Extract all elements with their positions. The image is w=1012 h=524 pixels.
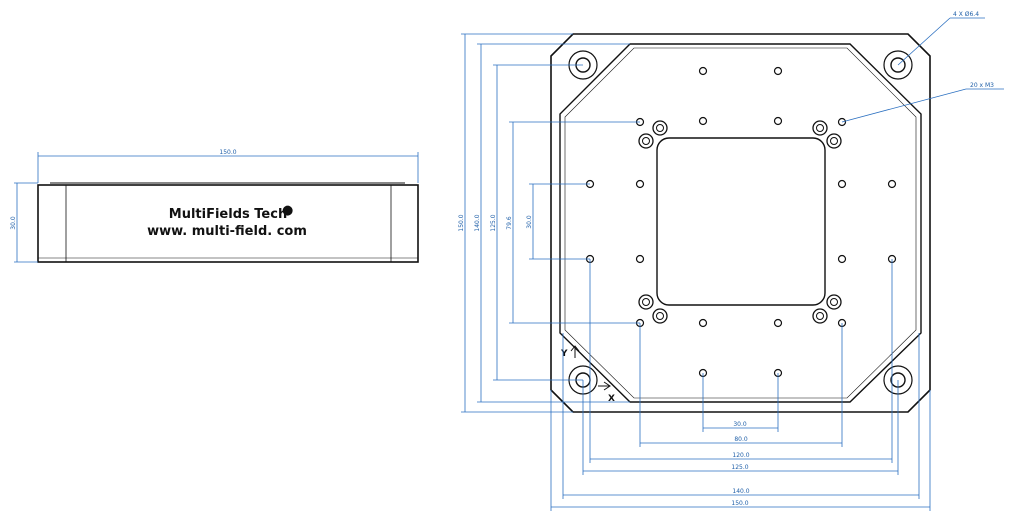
callout-leader-holes	[897, 17, 951, 66]
side-view: MultiFields Tech ● www. multi-field. com…	[10, 149, 419, 263]
dim-left-140: 140.0	[474, 214, 481, 231]
m3-hole	[698, 116, 708, 126]
dim-bottom-140: 140.0	[732, 488, 749, 495]
arrow-right-icon	[598, 381, 611, 391]
dim-bottom-80: 80.0	[734, 436, 748, 443]
counterbore-core	[642, 298, 650, 306]
corner-hole-outer	[883, 50, 913, 80]
counterbore-core	[656, 124, 664, 132]
m3-hole	[773, 116, 783, 126]
m3-hole	[635, 179, 645, 189]
brand-name: MultiFields Tech	[169, 207, 287, 222]
counterbore	[826, 133, 842, 149]
counterbore-core	[830, 298, 838, 306]
dim-bottom-125: 125.0	[731, 464, 748, 471]
bottom-dimensions: 30.0 80.0 120.0 125.0 140.0 15	[550, 259, 931, 511]
side-height-dim: 30.0	[10, 216, 17, 230]
inner-plate-edge	[564, 47, 917, 399]
callout-holes-text: 4 X Ø6.4	[953, 11, 979, 18]
counterbore	[812, 120, 828, 136]
counterbore	[812, 308, 828, 324]
counterbore	[638, 133, 654, 149]
m3-hole	[887, 179, 897, 189]
m3-hole	[773, 66, 783, 76]
counterbore	[826, 294, 842, 310]
counterbore	[652, 308, 668, 324]
arrow-up-icon	[570, 345, 580, 358]
dim-bottom-150: 150.0	[731, 500, 748, 507]
counterbore-core	[830, 137, 838, 145]
counterbore-core	[642, 137, 650, 145]
side-body-outline	[37, 184, 419, 263]
callout-threads-text: 20 x M3	[970, 82, 994, 89]
dim-bottom-120: 120.0	[732, 452, 749, 459]
left-dimensions: 150.0 140.0 125.0 79.6 30.0	[458, 33, 640, 413]
brand-mark: ●	[282, 203, 293, 218]
corner-hole-inner	[890, 57, 906, 73]
axis-x-label: X	[608, 394, 615, 404]
axis-y-label: Y	[560, 349, 568, 359]
brand-url: www. multi-field. com	[147, 224, 307, 239]
dim-left-150: 150.0	[458, 214, 465, 231]
center-aperture	[656, 137, 826, 306]
corner-mount-holes	[568, 50, 913, 395]
counterbore-core	[656, 312, 664, 320]
counterbore	[638, 294, 654, 310]
inner-plate-outline	[559, 43, 922, 403]
top-view: 4 X Ø6.4 20 x M3 Y X 150.0 140.0 125.0	[458, 11, 1004, 511]
dim-left-30: 30.0	[526, 215, 533, 229]
callout-leader-threads	[841, 88, 967, 123]
m3-hole	[698, 318, 708, 328]
m3-thread-holes	[585, 66, 897, 378]
counterbore-core	[816, 124, 824, 132]
m3-hole	[635, 254, 645, 264]
dim-bottom-30: 30.0	[733, 421, 747, 428]
m3-hole	[837, 179, 847, 189]
counterbore-pairs	[638, 120, 842, 324]
m3-hole	[698, 66, 708, 76]
m3-hole	[837, 254, 847, 264]
side-width-dim: 150.0	[219, 149, 236, 156]
counterbore-core	[816, 312, 824, 320]
m3-hole	[837, 117, 847, 127]
counterbore	[652, 120, 668, 136]
m3-hole	[773, 318, 783, 328]
dim-left-125: 125.0	[490, 214, 497, 231]
dim-left-79-6: 79.6	[506, 216, 513, 230]
outer-plate-outline	[550, 33, 931, 413]
